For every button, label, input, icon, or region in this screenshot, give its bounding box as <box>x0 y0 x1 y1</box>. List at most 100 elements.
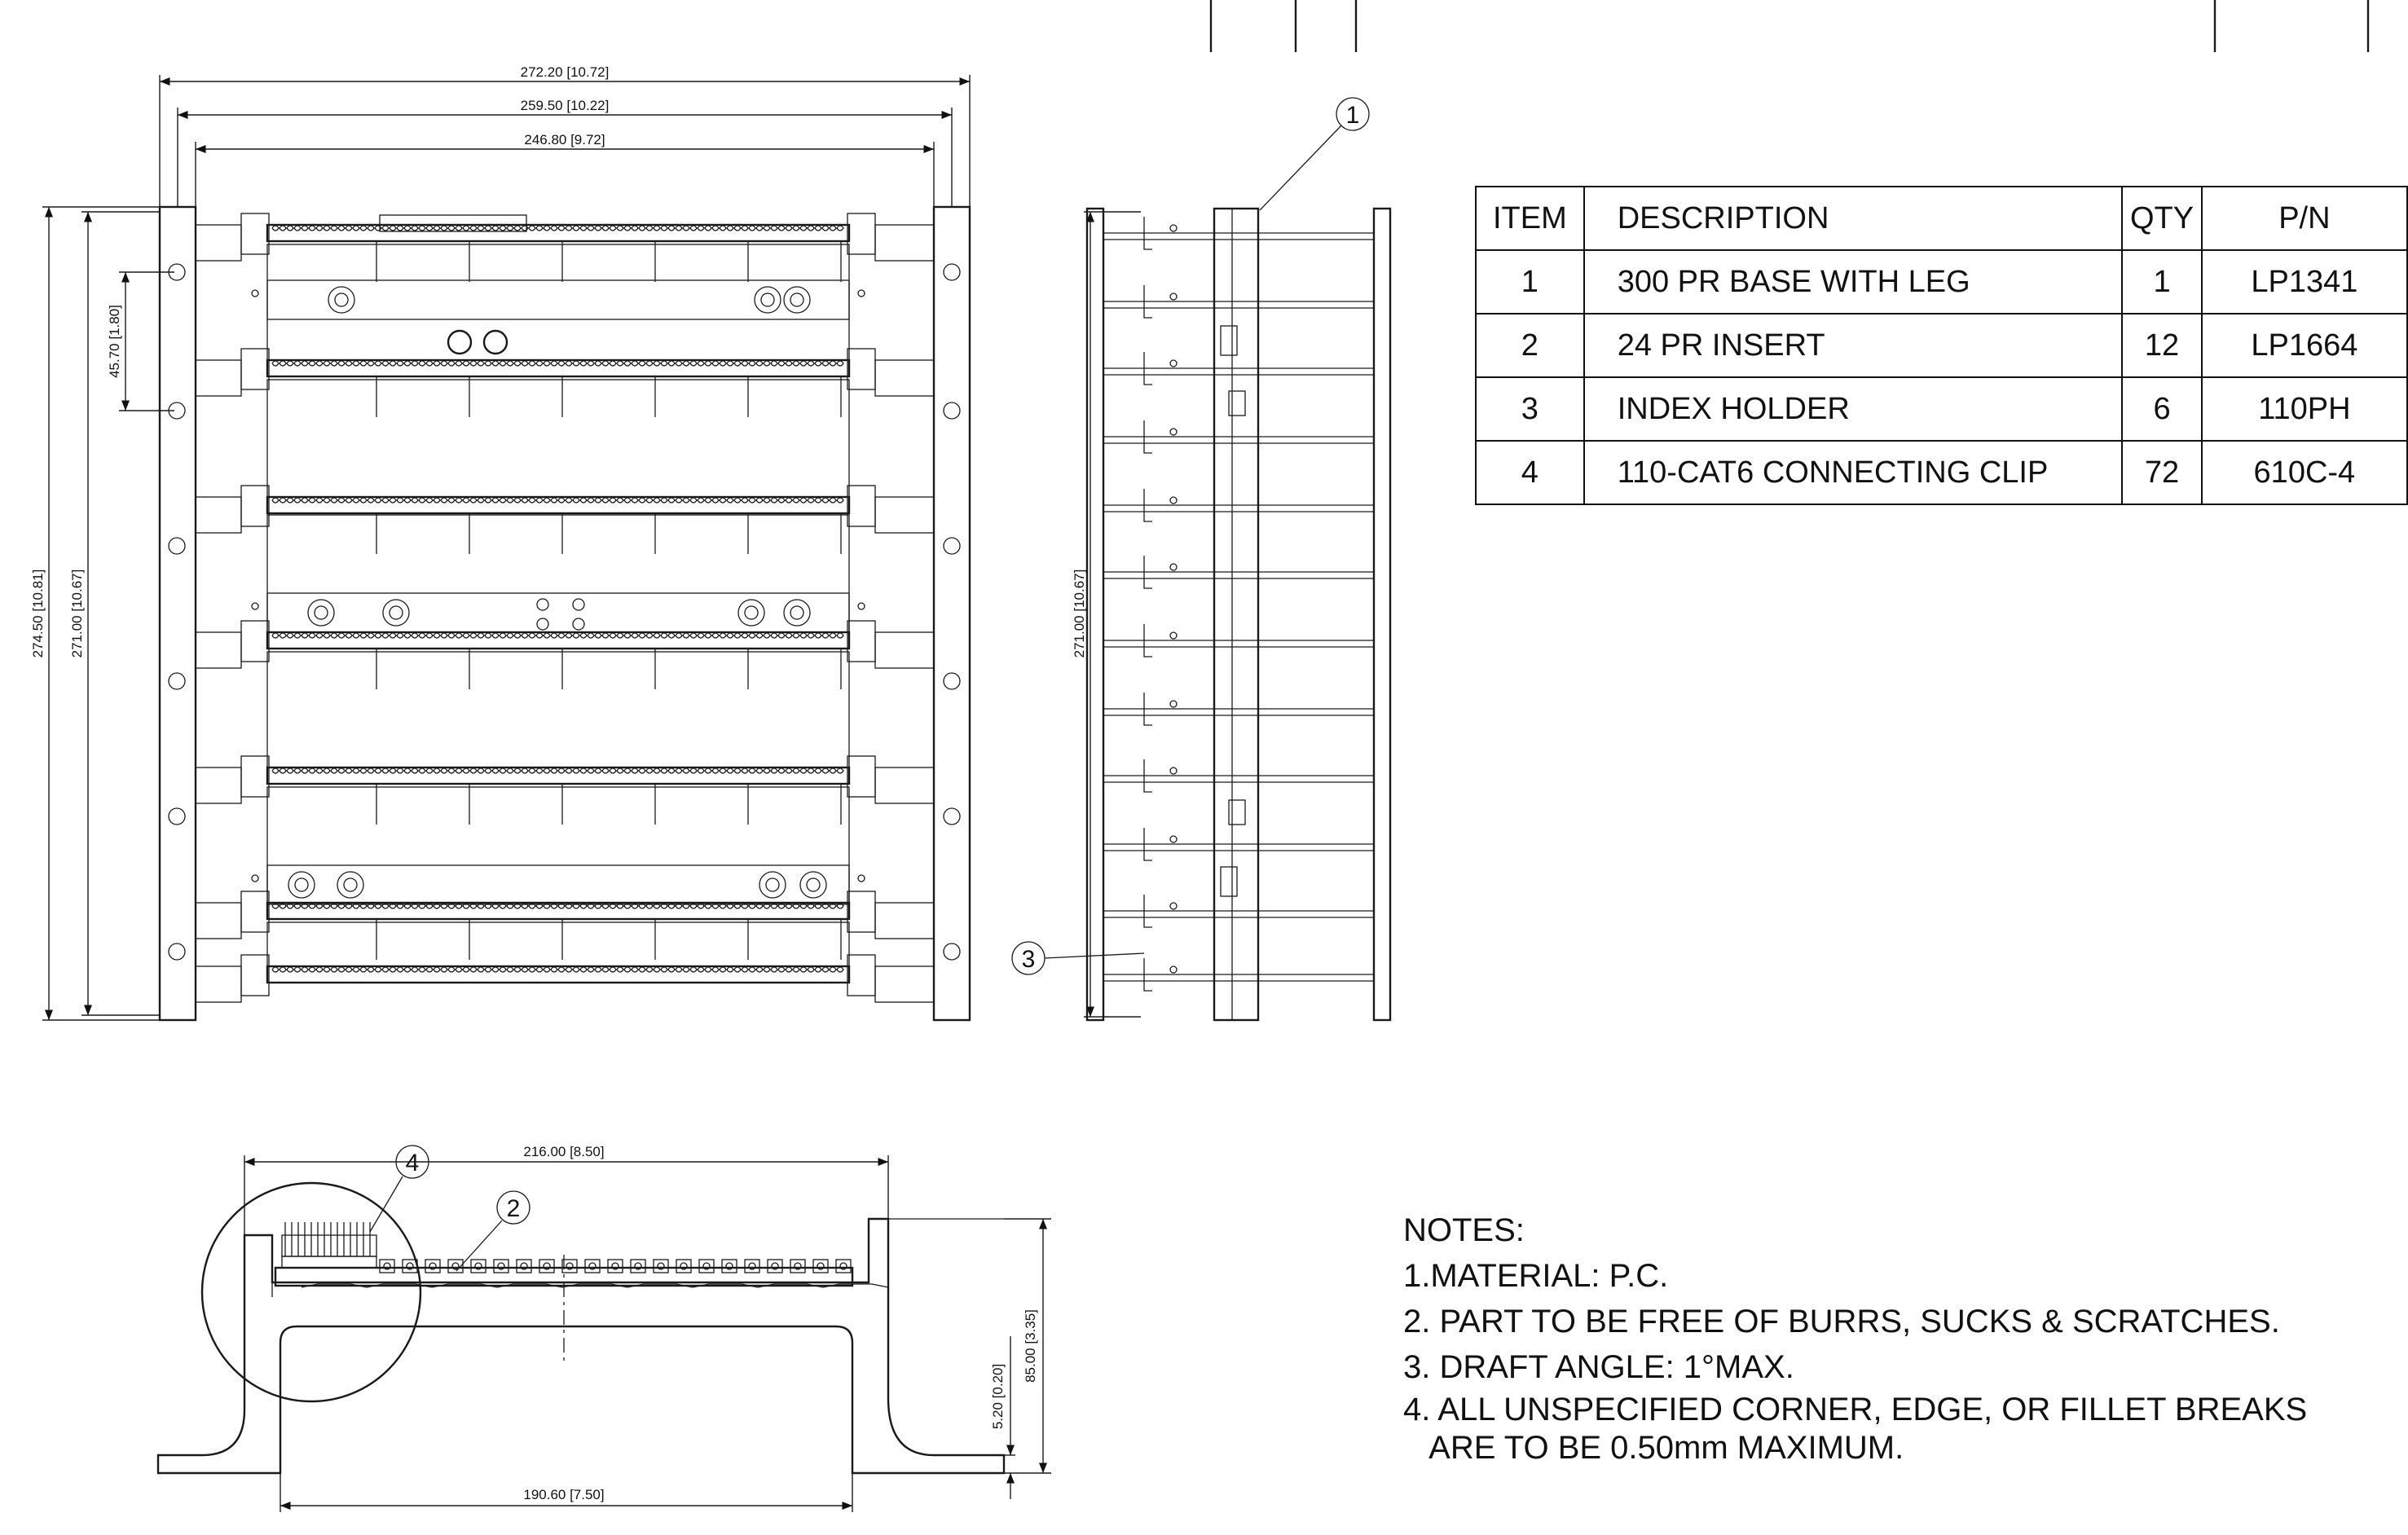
rail-spacer <box>195 965 242 1003</box>
side-clip <box>1143 828 1152 861</box>
rail-bracket <box>240 485 270 527</box>
pin-icon <box>857 602 865 610</box>
insert-tooth <box>379 1259 395 1273</box>
rail-bracket <box>847 348 876 390</box>
notes-block: NOTES: 1.MATERIAL: P.C. 2. PART TO BE FR… <box>1403 1207 2307 1467</box>
side-view: 271.00 [10.67] 1 3 <box>1011 97 1392 1022</box>
dim-pitch: 45.70 [1.80] <box>107 305 122 378</box>
bottom-view: 4 2 216.00 [8.50] 190.60 [7.50] 85.00 [3… <box>156 1144 1051 1512</box>
index-holder <box>266 864 850 905</box>
side-pin <box>1169 902 1178 910</box>
insert-tooth-hole <box>588 1262 596 1270</box>
insert-tooth-hole <box>794 1262 802 1270</box>
clip-base <box>281 1256 377 1269</box>
insert-housing <box>266 786 850 904</box>
insert-tooth-hole <box>725 1262 733 1270</box>
rail-bracket <box>240 755 270 798</box>
bom-pn: LP1341 <box>2200 249 2408 314</box>
side-pin <box>1169 224 1178 232</box>
insert-tooth-hole <box>566 1262 574 1270</box>
insert-tooth <box>630 1259 646 1273</box>
note-line: ARE TO BE 0.50mm MAXIMUM. <box>1403 1430 1904 1466</box>
side-pin <box>1169 359 1178 367</box>
rail-bracket <box>240 213 270 255</box>
leg-hole <box>168 943 186 961</box>
side-index-slot <box>1228 799 1246 825</box>
bom-item: 3 <box>1475 376 1585 442</box>
callout-4-label: 4 <box>406 1150 420 1177</box>
front-view: 272.20 [10.72] 259.50 [10.22] 246.80 [9.… <box>30 64 971 1022</box>
strip-teeth <box>271 903 844 909</box>
strip-teeth <box>271 632 844 639</box>
side-clip <box>1143 556 1152 589</box>
side-pin <box>1169 428 1178 436</box>
insert-foot <box>301 1283 368 1288</box>
index-holder <box>266 592 850 633</box>
side-clip <box>1143 895 1152 928</box>
bom-qty: 6 <box>2121 376 2203 442</box>
insert-tooth-hole <box>383 1262 391 1270</box>
side-spine <box>1213 207 1260 1022</box>
insert-housing <box>266 651 850 768</box>
insert-tooth <box>561 1259 578 1273</box>
notes-title: NOTES: <box>1403 1212 1525 1248</box>
strip-teeth <box>271 966 844 973</box>
insert-tooth-hole <box>817 1262 825 1270</box>
bom-qty: 72 <box>2121 440 2203 505</box>
callout-bubble-1 <box>1336 97 1370 131</box>
insert-tooth-hole <box>451 1262 460 1270</box>
strip-teeth <box>271 768 844 774</box>
mount-hole-inner <box>806 877 821 892</box>
bom-description: 24 PR INSERT <box>1583 313 2124 378</box>
side-pin <box>1169 700 1178 708</box>
side-pin <box>1169 496 1178 504</box>
side-index-slot <box>1220 325 1238 356</box>
side-clip <box>1143 285 1152 319</box>
insert-foot <box>496 1283 563 1288</box>
front-dimensions <box>42 75 971 1021</box>
callout-1-label: 1 <box>1346 102 1360 129</box>
small-hole <box>572 598 585 611</box>
insert-tooth <box>493 1259 509 1273</box>
rail-spacer <box>195 902 242 939</box>
side-clip <box>1143 958 1152 992</box>
rail-bracket <box>847 891 876 933</box>
insert-tooth <box>744 1259 760 1273</box>
side-clip <box>1143 352 1152 385</box>
side-rows <box>1103 217 1374 992</box>
note-line: 1.MATERIAL: P.C. <box>1403 1258 1669 1294</box>
mount-hole-inner <box>314 605 328 620</box>
bom-pn: 610C-4 <box>2200 440 2408 505</box>
rail-spacer <box>874 496 935 534</box>
base-outline <box>156 1217 1006 1475</box>
dim-height: 271.00 [10.67] <box>69 570 85 658</box>
mount-hole-inner <box>765 877 780 892</box>
pin-icon <box>857 874 865 882</box>
rail-bracket <box>847 954 876 996</box>
side-pin <box>1169 835 1178 843</box>
rail-spacer <box>195 224 242 262</box>
insert-tooth <box>539 1259 555 1273</box>
insert-foot <box>692 1283 759 1288</box>
insert-tooth <box>653 1259 669 1273</box>
side-index-slot <box>1228 390 1246 416</box>
mount-hole <box>382 599 410 627</box>
strip-teeth <box>271 225 844 231</box>
bottom-dim-foot: 5.20 [0.20] <box>990 1364 1006 1429</box>
insert-housing <box>266 379 850 498</box>
rail-spacer <box>195 631 242 669</box>
side-clip <box>1143 217 1152 250</box>
rail-spacer <box>874 902 935 939</box>
side-pin <box>1169 767 1178 775</box>
clip-body <box>281 1234 377 1257</box>
insert-tooth-hole <box>771 1262 779 1270</box>
ul-mark-icon <box>447 329 473 355</box>
insert-foot <box>561 1283 628 1288</box>
strip-teeth <box>271 497 844 504</box>
connector-strip <box>266 223 851 243</box>
pin-icon <box>251 289 259 297</box>
mount-hole <box>799 871 827 899</box>
mount-hole <box>328 286 355 314</box>
leg-holes <box>168 263 961 961</box>
leg-hole <box>943 402 961 420</box>
